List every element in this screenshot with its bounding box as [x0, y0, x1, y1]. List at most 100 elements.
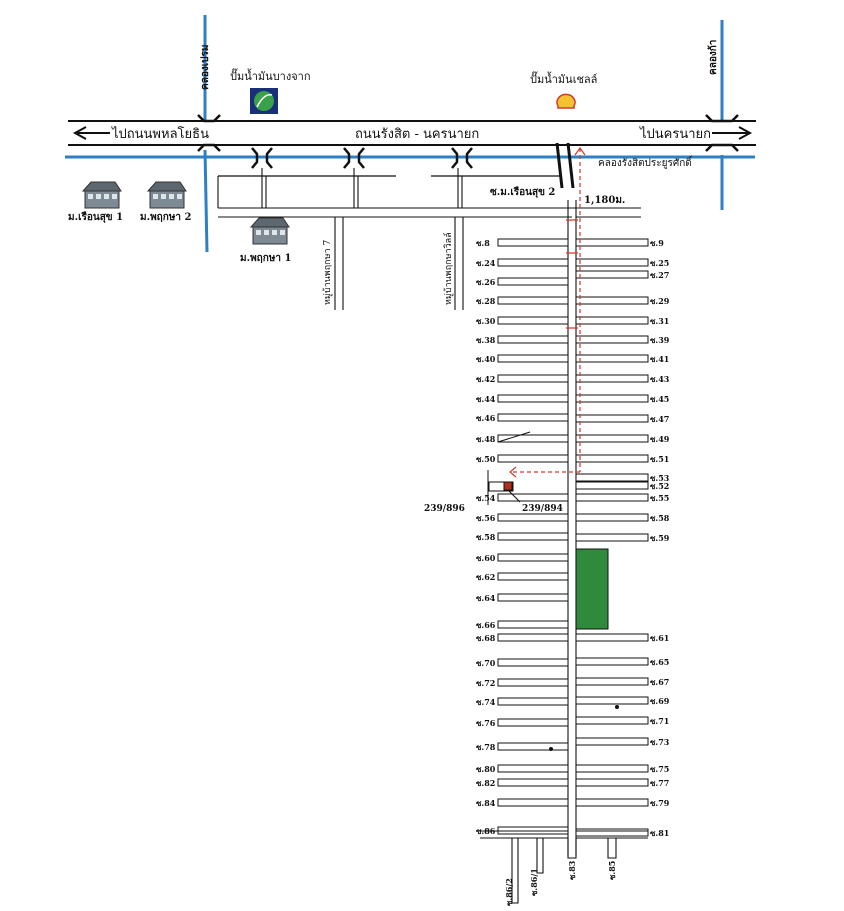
- left-soi-label: ซ.42: [476, 374, 495, 384]
- right-soi-label: ซ.27: [650, 270, 669, 280]
- right-soi: ซ.51: [575, 454, 669, 464]
- address-right-label: 239/894: [522, 504, 563, 514]
- right-soi-label: ซ.55: [650, 493, 669, 503]
- right-soi-label: ซ.9: [650, 238, 664, 248]
- right-soi-label: ซ.45: [650, 394, 669, 404]
- right-soi-label: ซ.77: [650, 778, 669, 788]
- left-soi-road: [497, 296, 569, 305]
- house-icon: [146, 181, 187, 209]
- right-soi: ซ.69: [575, 696, 670, 706]
- left-soi-label: ซ.40: [476, 354, 496, 364]
- left-soi-label: ซ.28: [476, 296, 496, 306]
- left-soi: ซ.30: [476, 316, 569, 326]
- right-soi-label: ซ.61: [650, 633, 669, 643]
- left-soi-label: ซ.30: [476, 316, 496, 326]
- canal-kao-label: คลองก้า: [707, 40, 719, 75]
- left-soi-group: ซ.8 ซ.24 ซ.26 ซ.28 ซ.30 ซ.38 ซ.40 ซ.42 ซ.44 ซ.46 ซ…: [476, 238, 569, 836]
- to-nakhon-label: ไปนครนายก: [639, 126, 711, 142]
- left-soi-road: [497, 532, 569, 541]
- house-icon: [249, 217, 290, 245]
- left-soi-road: [497, 553, 569, 562]
- right-soi: ซ.75: [575, 764, 669, 774]
- left-soi-road: [497, 354, 569, 363]
- right-soi-road: [575, 533, 649, 542]
- village-1-label: ม.เรือนสุข 1: [68, 211, 123, 223]
- right-soi-road: [575, 481, 649, 490]
- right-soi-label: ซ.73: [650, 737, 670, 747]
- right-soi: ซ.27: [575, 270, 669, 280]
- right-soi-road: [575, 335, 649, 344]
- right-soi-road: [575, 394, 649, 403]
- left-soi-label: ซ.54: [476, 493, 496, 503]
- left-soi: ซ.58: [476, 532, 569, 542]
- shell-logo-icon: [556, 93, 576, 109]
- left-soi-road: [497, 778, 569, 787]
- local-roads: [217, 168, 572, 310]
- left-soi: ซ.68: [476, 633, 569, 643]
- left-soi-road: [497, 335, 569, 344]
- left-soi: ซ.78: [476, 742, 569, 752]
- left-soi: ซ.64: [476, 593, 569, 603]
- left-soi: ซ.50: [476, 454, 569, 464]
- right-soi-road: [575, 657, 649, 666]
- right-soi: ซ.29: [575, 296, 670, 306]
- right-soi: ซ.73: [575, 737, 670, 747]
- left-soi-road: [497, 394, 569, 403]
- left-soi: ซ.56: [476, 513, 569, 523]
- right-soi: ซ.79: [575, 798, 670, 808]
- left-soi: ซ.66: [476, 620, 569, 630]
- right-soi-road: [575, 354, 649, 363]
- right-soi-label: ซ.43: [650, 374, 670, 384]
- right-soi-label: ซ.65: [650, 657, 669, 667]
- left-soi-label: ซ.44: [476, 394, 496, 404]
- left-soi-road: [497, 620, 569, 629]
- left-soi: ซ.72: [476, 678, 569, 688]
- right-soi-road: [575, 258, 649, 267]
- left-soi-label: ซ.84: [476, 798, 496, 808]
- bridge-1: [251, 147, 273, 169]
- left-soi-road: [497, 316, 569, 325]
- left-soi-road: [497, 572, 569, 581]
- right-soi-road: [575, 493, 649, 502]
- left-soi-road: [497, 413, 569, 422]
- left-soi: ซ.28: [476, 296, 569, 306]
- right-soi: ซ.9: [575, 238, 664, 248]
- bangchak-logo-icon: [250, 88, 278, 114]
- right-soi-label: ซ.47: [650, 414, 669, 424]
- left-soi: ซ.26: [476, 277, 569, 287]
- right-soi: ซ.77: [575, 778, 669, 788]
- village-soi-label: ซ.ม.เรือนสุข 2: [490, 186, 555, 198]
- left-soi-label: ซ.66: [476, 620, 496, 630]
- left-soi: ซ.24: [476, 258, 569, 268]
- bridge-left: [197, 114, 221, 152]
- left-soi-road: [497, 633, 569, 642]
- left-soi-label: ซ.46: [476, 413, 496, 423]
- right-soi-label: ซ.71: [650, 716, 669, 726]
- left-soi: ซ.8: [476, 238, 569, 248]
- right-soi-road: [575, 513, 649, 522]
- left-soi: ซ.54: [476, 493, 569, 503]
- right-soi: ซ.61: [575, 633, 669, 643]
- left-soi: ซ.48: [476, 434, 569, 444]
- left-soi-road: [497, 454, 569, 463]
- right-soi-label: ซ.58: [650, 513, 670, 523]
- left-soi: ซ.62: [476, 572, 569, 582]
- left-soi: ซ.82: [476, 778, 569, 788]
- right-soi-label: ซ.59: [650, 533, 670, 543]
- right-soi-label: ซ.51: [650, 454, 669, 464]
- right-soi-label: ซ.52: [650, 481, 669, 491]
- right-soi-road: [575, 296, 649, 305]
- right-soi-group: ซ.9ซ.25ซ.27ซ.29ซ.31ซ.39ซ.41ซ.43ซ.45ซ.47ซ…: [575, 238, 670, 838]
- bottom-soi-label: ซ.83: [567, 860, 577, 880]
- village-3-label: ม.พฤกษา 1: [240, 253, 291, 264]
- address-left-label: 239/896: [424, 504, 465, 514]
- left-soi-label: ซ.78: [476, 742, 496, 752]
- right-soi-label: ซ.81: [650, 828, 669, 838]
- right-soi-label: ซ.69: [650, 696, 670, 706]
- left-soi-label: ซ.58: [476, 532, 496, 542]
- house-239-894-marker: [503, 481, 513, 491]
- right-soi: ซ.52: [575, 481, 669, 491]
- right-soi: ซ.31: [575, 316, 669, 326]
- bottom-sois: [480, 830, 648, 904]
- left-soi: ซ.38: [476, 335, 569, 345]
